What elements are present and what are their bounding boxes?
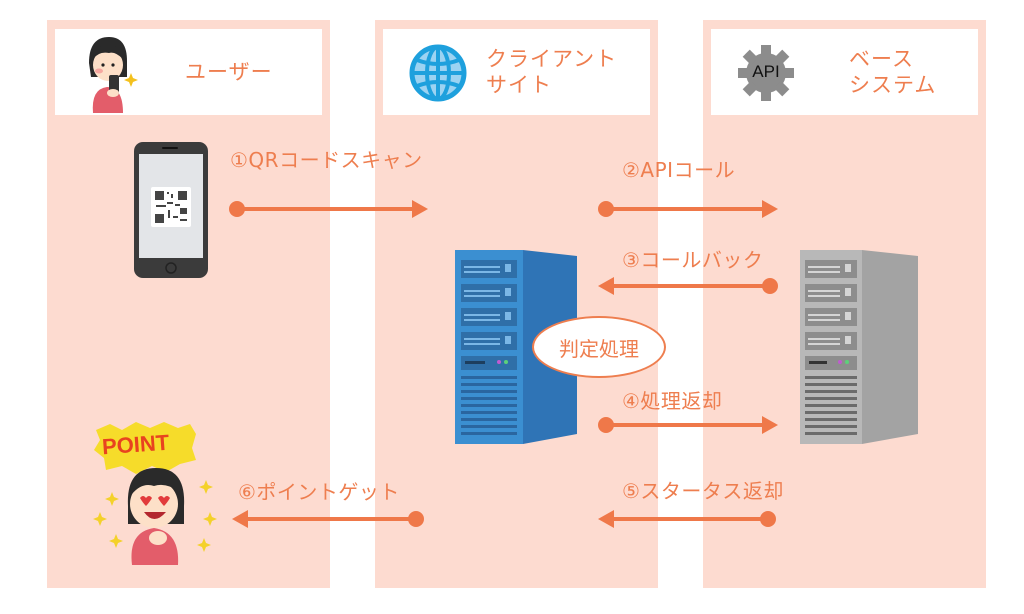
api-gear-icon: API — [736, 43, 796, 103]
arrow-head-icon — [598, 277, 614, 295]
lane-user: ユーザー — [47, 20, 330, 588]
point-badge: POINT — [101, 429, 170, 460]
step-3-label: ③コールバック — [622, 248, 764, 272]
arrow-shaft — [237, 207, 418, 211]
lane-header-client-site: クライアント サイト — [383, 29, 650, 115]
step-4-label: ④処理返却 — [622, 389, 723, 413]
step-2-label: ②APIコール — [622, 158, 736, 182]
lane-header-user: ユーザー — [55, 29, 322, 115]
arrow-head-icon — [412, 200, 428, 218]
judgement-process-bubble: 判定処理 — [532, 316, 666, 378]
lane-title-base-line2: システム — [849, 73, 937, 97]
step-1-arrow — [229, 200, 428, 218]
arrow-head-icon — [598, 510, 614, 528]
lane-title-client-line1: クライアント — [486, 47, 618, 71]
person-with-smartphone-icon — [79, 33, 139, 113]
step-5-label: ⑤スタータス返却 — [622, 479, 784, 503]
step-6-arrow — [232, 510, 424, 528]
arrow-shaft — [606, 423, 768, 427]
globe-icon — [408, 43, 468, 103]
step-2-arrow — [598, 200, 778, 218]
arrow-start-dot — [760, 511, 776, 527]
arrow-head-icon — [232, 510, 248, 528]
step-1-label: ①QRコードスキャン — [230, 148, 423, 172]
arrow-shaft — [606, 207, 768, 211]
step-4-arrow — [598, 416, 778, 434]
step-3-arrow — [598, 277, 778, 295]
step-5-arrow — [598, 510, 776, 528]
arrow-head-icon — [762, 200, 778, 218]
arrow-shaft — [608, 284, 770, 288]
lane-title-user: ユーザー — [185, 60, 273, 84]
lane-header-base-system: API ベース システム — [711, 29, 978, 115]
arrow-shaft — [608, 517, 768, 521]
arrow-start-dot — [762, 278, 778, 294]
lane-title-client-line2: サイト — [486, 73, 552, 97]
arrow-start-dot — [408, 511, 424, 527]
lane-title-base-line1: ベース — [849, 47, 914, 71]
arrow-head-icon — [762, 416, 778, 434]
step-6-label: ⑥ポイントゲット — [238, 480, 400, 504]
base-server-icon — [800, 250, 920, 445]
arrow-shaft — [242, 517, 416, 521]
smartphone-qr-icon — [134, 142, 208, 278]
api-gear-label: API — [752, 62, 780, 81]
happy-user-icon: POINT — [92, 420, 222, 565]
